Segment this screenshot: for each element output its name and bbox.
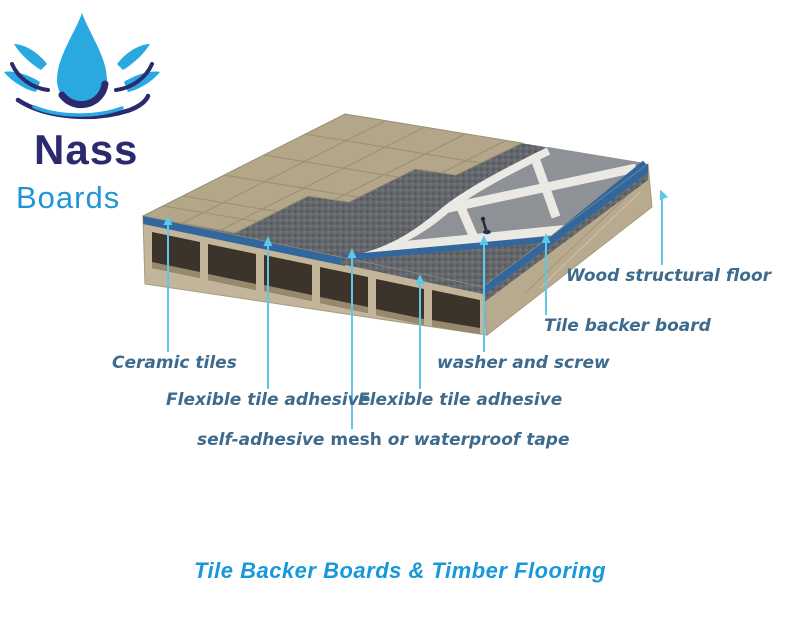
label-self-adhesive-mesh-tape: self-adhesive mesh or waterproof tape <box>197 430 570 450</box>
water-drop-icon <box>4 13 160 120</box>
page-title: Tile Backer Boards & Timber Flooring <box>193 558 607 583</box>
label-wood-structural-floor: Wood structural floor <box>566 266 772 286</box>
label-mesh-part-italic: self-adhesive <box>197 430 331 450</box>
leader-lines <box>167 194 663 429</box>
label-flexible-tile-adhesive-left: Flexible tile adhesive <box>166 390 371 410</box>
nass-boards-logo <box>4 13 160 120</box>
adhesive-front-lip <box>341 257 483 294</box>
ceramic-tiles-layer <box>141 113 524 234</box>
label-tile-backer-board: Tile backer board <box>544 316 711 336</box>
brand-name: Nass <box>34 126 139 173</box>
brand-subtitle: Boards <box>16 180 121 215</box>
wood-structural-floor-side <box>482 163 653 336</box>
label-mesh-part-regular: mesh <box>330 430 388 450</box>
washer-and-screw <box>480 216 491 235</box>
floor-joists-front-face <box>142 215 488 336</box>
leader-arrowheads <box>163 189 669 284</box>
joist-openings <box>152 232 480 334</box>
label-flexible-tile-adhesive-right: Flexible tile adhesive <box>358 390 563 410</box>
label-washer-and-screw: washer and screw <box>437 353 610 373</box>
backer-board-front-edge <box>143 216 345 266</box>
label-mesh-part-italic2: or waterproof tape <box>387 430 570 450</box>
label-ceramic-tiles: Ceramic tiles <box>112 353 237 373</box>
